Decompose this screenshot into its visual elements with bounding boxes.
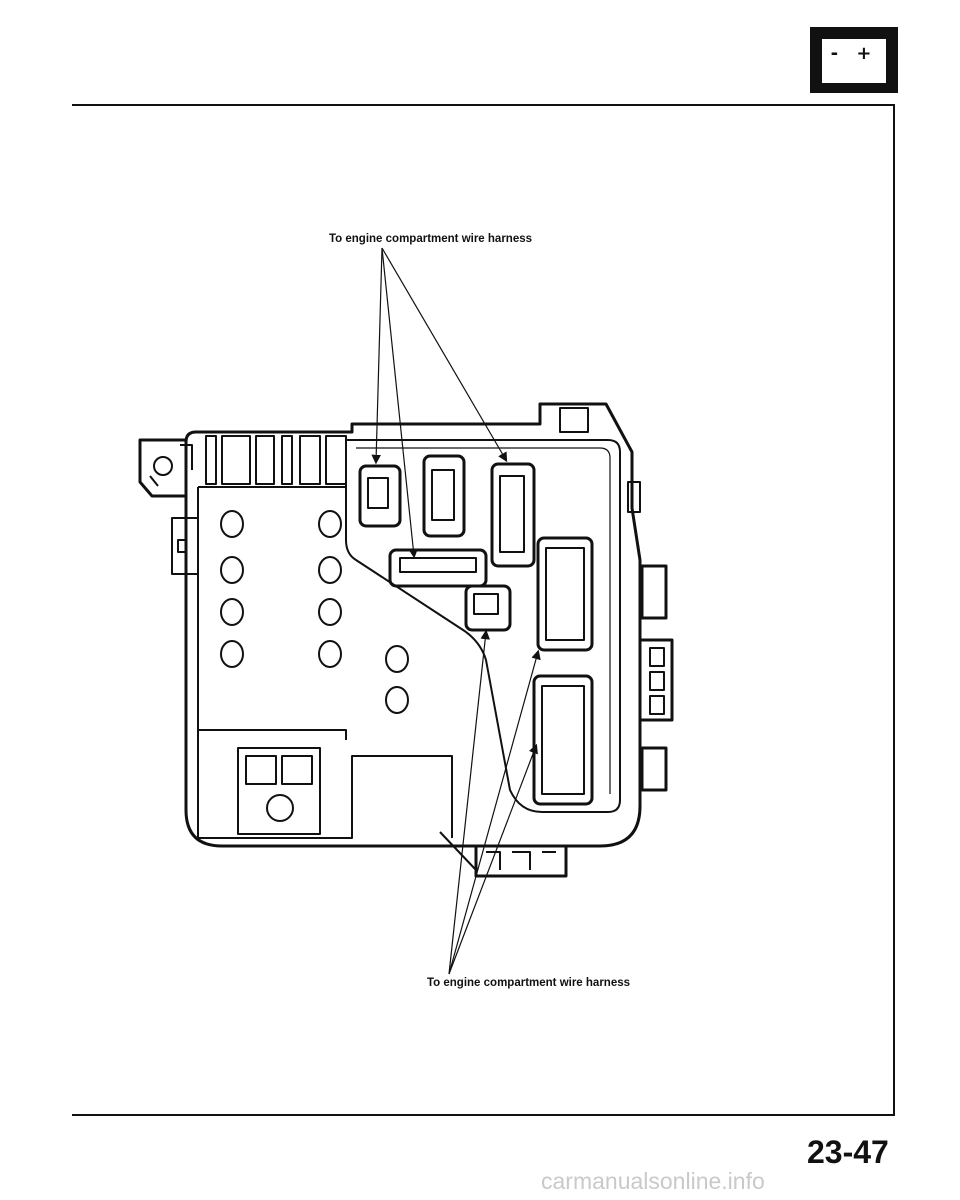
top-callout-label: To engine compartment wire harness	[329, 233, 533, 245]
frame-bottom-rule	[72, 1114, 894, 1116]
bottom-callout-label: To engine compartment wire harness	[427, 977, 631, 989]
top-ribs	[198, 435, 347, 488]
left-mounting-bracket	[138, 438, 199, 575]
page-number: 23-47	[807, 1134, 889, 1170]
box-housing	[184, 402, 642, 848]
frame-top-rule	[72, 104, 894, 106]
frame-right-rule	[893, 104, 895, 1116]
cover-clip	[198, 729, 347, 835]
bottom-clip	[439, 831, 568, 878]
leader-lines-top	[371, 247, 508, 559]
connector-sockets	[358, 407, 594, 806]
right-side-tabs	[627, 481, 674, 792]
leader-lines-bottom	[448, 629, 541, 975]
battery-icon: - +	[822, 39, 886, 83]
battery-terminals: - +	[830, 43, 878, 64]
watermark: carmanualsonline.info	[541, 1168, 765, 1194]
mounting-holes	[220, 510, 409, 714]
battery-section-badge: - +	[810, 27, 898, 93]
